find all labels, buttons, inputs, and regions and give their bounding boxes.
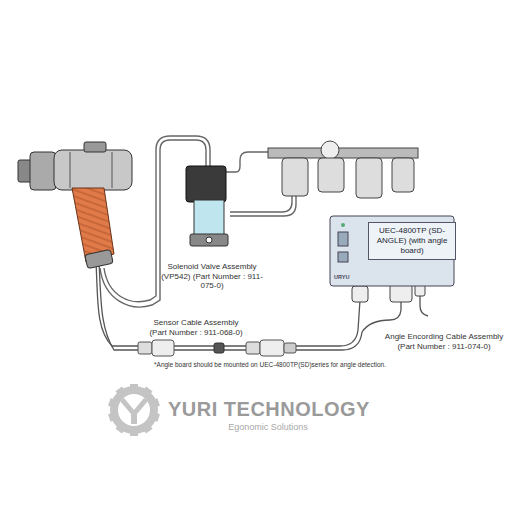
tool-body <box>54 150 132 190</box>
part-label: Solenoid Valve Assembly (VP542) (Part Nu… <box>157 262 267 291</box>
cable-connector <box>152 340 174 356</box>
cable-connector <box>246 342 260 354</box>
filter-regulator-lubricator <box>268 141 418 198</box>
cable-connector <box>214 343 224 353</box>
tool-detail <box>84 142 106 152</box>
logo-gear-tooth <box>141 422 152 433</box>
brand-mark: URYU <box>334 274 364 281</box>
air-hose <box>230 196 296 216</box>
valve-port <box>206 237 212 243</box>
logo-gear-tooth <box>115 422 126 433</box>
logo-gear-tooth <box>150 398 160 408</box>
solenoid-valve <box>186 166 228 246</box>
cable-connector <box>138 284 425 356</box>
frl-filter <box>282 158 308 196</box>
nutrunner-tool <box>18 142 132 269</box>
watermark-logo <box>108 384 160 436</box>
note: *Angle board should be mounted on UEC-48… <box>120 361 420 369</box>
logo-letter <box>120 398 148 424</box>
cable-connector <box>260 340 284 356</box>
frl-gauge <box>321 141 339 159</box>
panel-connector <box>352 286 368 302</box>
panel-connector <box>390 284 412 302</box>
frl-manifold <box>268 148 418 158</box>
watermark-tagline: Egonomic Solutions <box>188 422 348 433</box>
frl-regulator <box>318 158 344 192</box>
controller-switch <box>338 252 348 262</box>
sensor-cable <box>99 262 362 350</box>
watermark: YURI TECHNOLOGY <box>168 397 378 421</box>
valve-coil <box>186 166 226 202</box>
part-label: Sensor Cable Assembly (Part Number : 911… <box>146 318 246 337</box>
frl-lubricator <box>356 158 382 198</box>
logo-gear-tooth <box>108 398 118 408</box>
angle-cable <box>420 296 428 316</box>
cable-connector <box>284 343 296 353</box>
valve-base <box>190 234 228 246</box>
tool-detail <box>70 152 71 188</box>
sensor-cable <box>96 262 360 346</box>
angle-cable <box>362 300 401 332</box>
logo-gear-tooth <box>130 384 138 392</box>
logo-gear-tooth <box>108 412 118 422</box>
tool-air-inlet <box>85 249 113 268</box>
controller-label: UEC-4800TP (SD-ANGLE) (with angle board) <box>372 226 452 256</box>
valve-body <box>194 200 224 236</box>
cable-connector <box>138 342 152 354</box>
logo-gear-tooth <box>141 387 152 398</box>
logo-gear-tooth <box>115 387 126 398</box>
tool-head <box>30 152 56 190</box>
controller-lamp <box>341 223 345 227</box>
controller-switch <box>338 232 348 246</box>
part-label: Angle Encording Cable Assembly (Part Num… <box>380 332 508 351</box>
air-hose <box>224 152 272 172</box>
tool-detail <box>112 152 113 188</box>
logo-gear-teeth <box>108 384 160 436</box>
logo-gear-tooth <box>150 412 160 422</box>
air-hose <box>230 196 292 212</box>
logo-gear-tooth <box>130 428 138 436</box>
frl-filter <box>392 158 414 192</box>
controller-panel: UEC-4800TP (SD-ANGLE) (with angle board) <box>368 222 456 260</box>
